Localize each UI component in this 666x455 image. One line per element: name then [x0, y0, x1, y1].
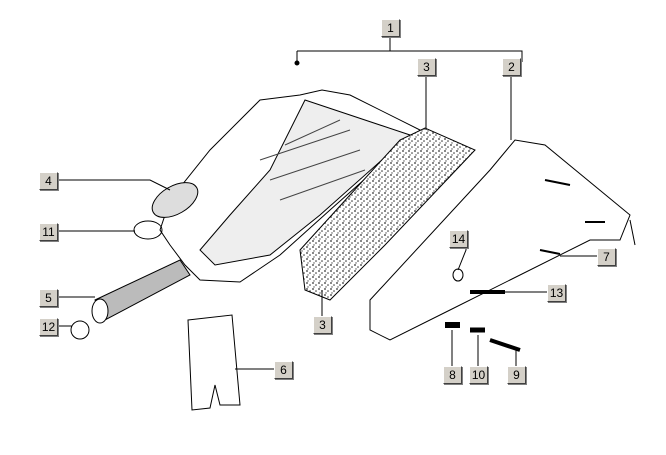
intake-hose: [94, 259, 191, 321]
screws-7: [539, 179, 605, 255]
foam-filter: [299, 127, 476, 301]
callout-4[interactable]: 4: [39, 172, 58, 190]
callout-10[interactable]: 10: [469, 366, 488, 384]
bolt-9: [489, 338, 521, 352]
callout-14[interactable]: 14: [449, 230, 468, 248]
callout-8[interactable]: 8: [443, 366, 462, 384]
callout-12[interactable]: 12: [39, 318, 58, 336]
circlip: [70, 320, 90, 340]
callout-7[interactable]: 7: [597, 248, 616, 266]
callout-2[interactable]: 2: [502, 58, 521, 76]
callout-6[interactable]: 6: [274, 361, 293, 379]
callout-5[interactable]: 5: [39, 289, 58, 307]
bracket-1: [296, 37, 523, 62]
drain-plate: [187, 314, 241, 411]
callout-1[interactable]: 1: [381, 19, 400, 37]
callout-3-top[interactable]: 3: [417, 58, 436, 76]
intake-elbow: [151, 182, 199, 218]
air-box-cover: [369, 139, 631, 341]
clamp-ring: [133, 220, 163, 240]
callout-9[interactable]: 9: [507, 366, 526, 384]
callout-13[interactable]: 13: [547, 284, 566, 302]
callout-3-bottom[interactable]: 3: [313, 316, 332, 334]
callout-11[interactable]: 11: [39, 223, 58, 241]
